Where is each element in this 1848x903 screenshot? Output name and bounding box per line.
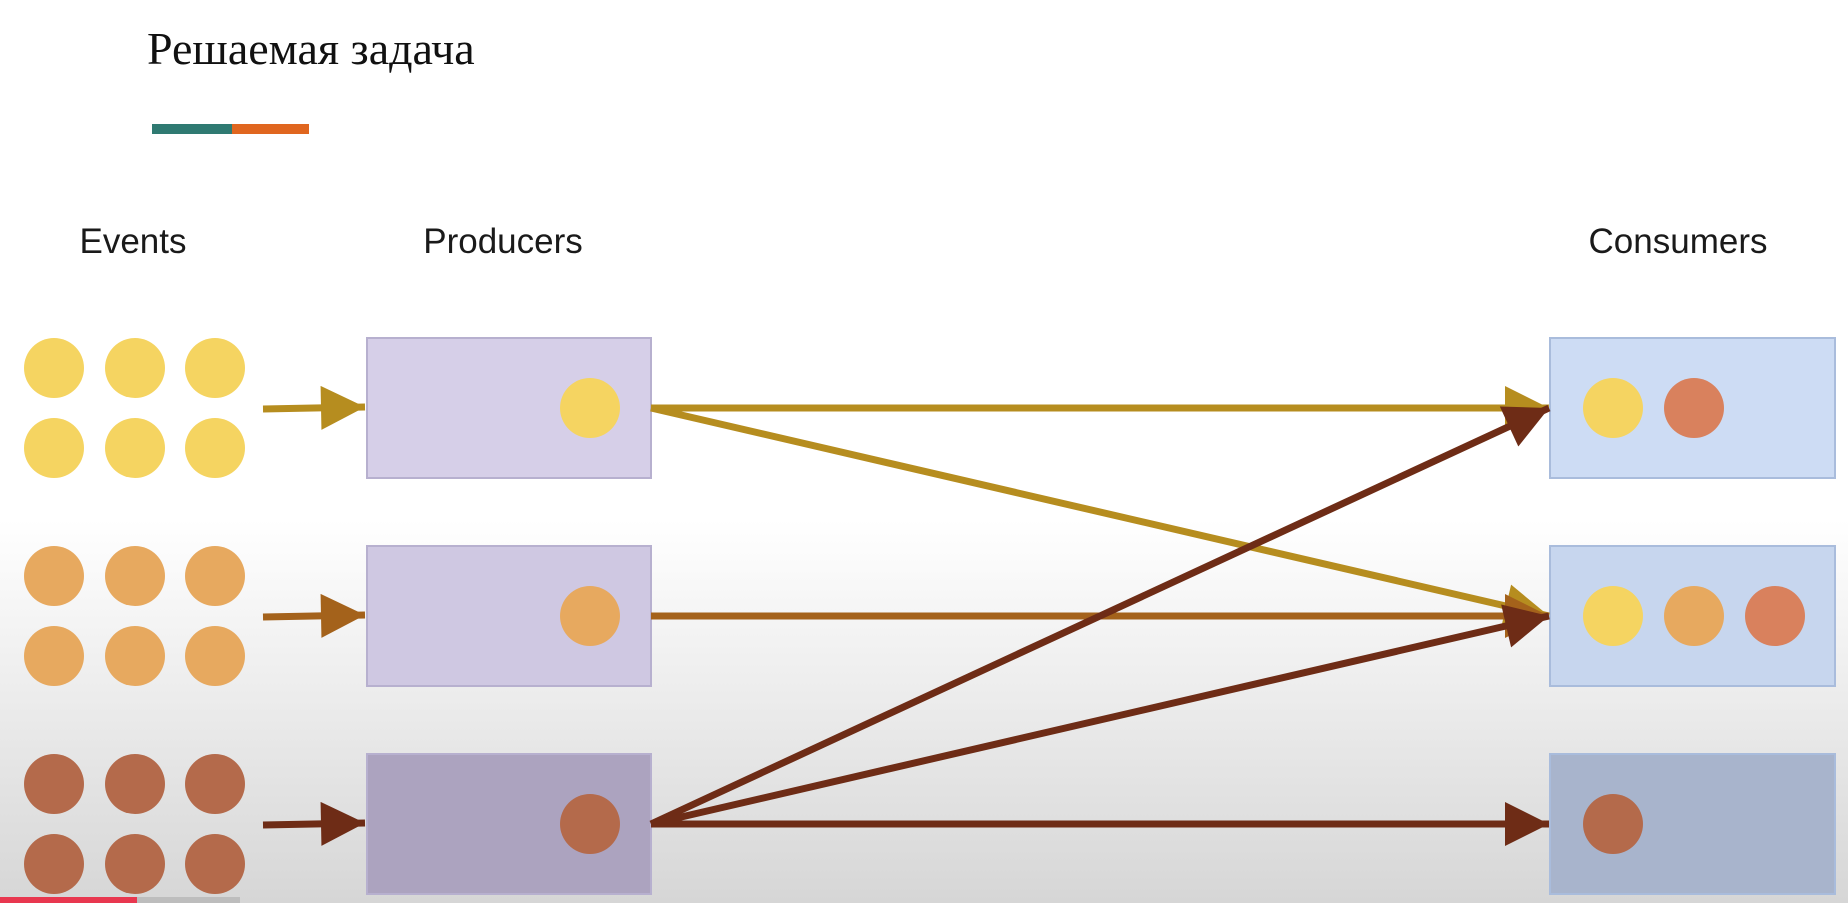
event-dot-yellow [24,338,84,398]
producers-header: Producers [423,222,583,261]
events-header: Events [79,222,187,261]
event-dot-brown [24,834,84,894]
producer-dot-yellow [560,378,620,438]
video-progress-track[interactable] [0,897,240,903]
event-arrow-orange [262,593,366,638]
connection-arrow-brown [649,404,1551,828]
event-dot-orange [105,546,165,606]
event-dot-orange [185,546,245,606]
event-dot-orange [24,626,84,686]
event-dot-yellow [24,418,84,478]
consumer-dot [1583,586,1643,646]
consumer-dot [1664,378,1724,438]
event-dot-yellow [105,338,165,398]
event-dot-orange [185,626,245,686]
event-dot-brown [105,754,165,814]
consumer-dot [1583,378,1643,438]
event-dot-brown [24,754,84,814]
event-dot-brown [185,834,245,894]
consumer-dot [1583,794,1643,854]
consumer-dot [1745,586,1805,646]
event-dot-orange [24,546,84,606]
accent-bar-orange [232,124,309,134]
consumer-dot [1664,586,1724,646]
event-dot-brown [105,834,165,894]
event-dot-brown [185,754,245,814]
connection-arrow-yellow [650,404,1550,628]
event-dot-yellow [185,418,245,478]
producer-dot-brown [560,794,620,854]
accent-bar-teal [152,124,234,134]
producer-dot-orange [560,586,620,646]
consumers-header: Consumers [1588,222,1768,261]
event-arrow-yellow [262,385,366,430]
event-arrow-brown [262,801,366,846]
slide-title: Решаемая задача [147,23,475,74]
video-progress-fill [0,897,137,903]
event-dot-yellow [105,418,165,478]
connection-arrow-brown [650,604,1550,828]
event-dot-orange [105,626,165,686]
event-dot-yellow [185,338,245,398]
